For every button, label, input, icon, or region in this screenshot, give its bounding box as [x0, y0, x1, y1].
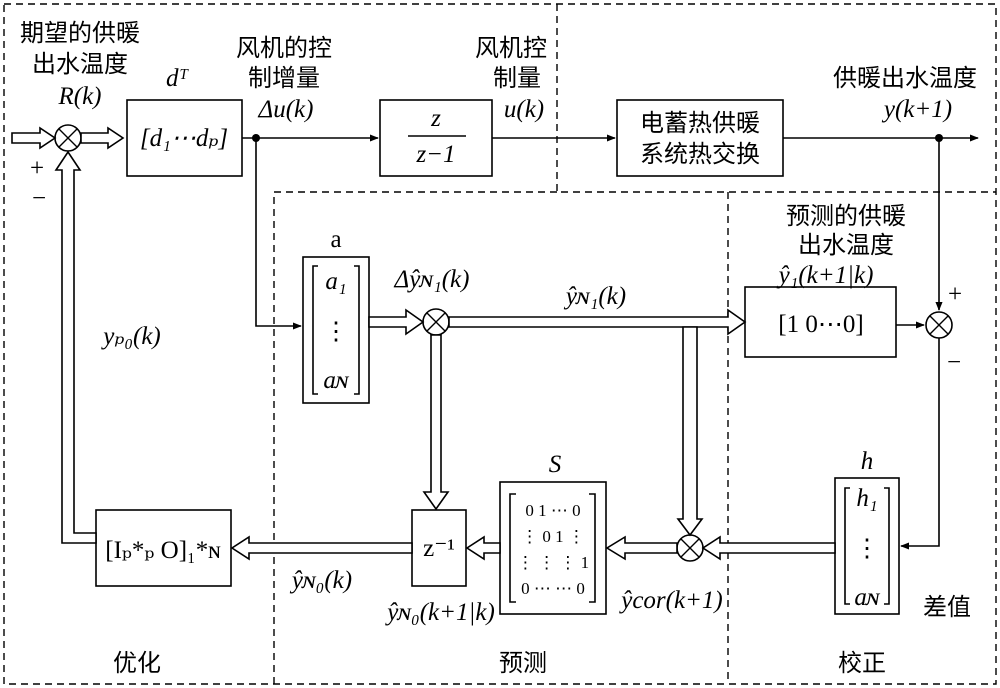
step-vector-title: a	[330, 226, 341, 253]
prediction-n0-symbol: ŷɴ₀(k)	[289, 567, 352, 594]
delay-content: z⁻¹	[423, 535, 455, 562]
fan-increment-label-1: 风机的控	[236, 34, 332, 62]
sum-junction-reference	[54, 124, 82, 152]
difference-label: 差值	[923, 593, 971, 621]
gain-vector-title: dᵀ	[166, 65, 190, 92]
region-label-correct: 校正	[838, 649, 886, 677]
predicted-temp-label-1: 预测的供暖	[786, 202, 906, 230]
selector-content: [1 0⋯0]	[778, 311, 863, 338]
optimizer-content: [Iₚ*ₚ O]₁*ɴ	[105, 537, 221, 564]
gain-vector-box	[126, 99, 243, 177]
desired-temp-label-1: 期望的供暖	[20, 19, 140, 47]
fan-control-symbol: u(k)	[504, 96, 544, 123]
optimizer-box	[95, 509, 232, 587]
minus-sign-right: −	[947, 349, 961, 376]
plant-label-2: 系统热交换	[640, 140, 760, 168]
delta-prediction-symbol: Δŷɴ₁(k)	[394, 266, 470, 293]
predicted-temp-label-2: 出水温度	[798, 231, 894, 259]
desired-temp-symbol: R(k)	[57, 83, 101, 110]
fan-increment-symbol: Δu(k)	[258, 96, 314, 123]
signal-lines	[242, 134, 979, 550]
step-vector-mid: ⋮	[324, 318, 349, 345]
region-label-optimize: 优化	[113, 649, 161, 677]
prediction-n0-next-symbol: ŷɴ₀(k+1|k)	[384, 599, 495, 626]
vector-signal-lines	[11, 126, 836, 561]
integrator-box	[379, 99, 493, 177]
prediction-n1-symbol: ŷɴ₁(k)	[563, 283, 626, 310]
feedback-symbol: yₚ₀(k)	[100, 323, 161, 350]
sum-junction-error	[925, 311, 953, 339]
shift-matrix-row-3: ⋮ ⋮ ⋮ 1	[517, 553, 589, 572]
fan-control-label-2: 制量	[493, 64, 541, 92]
plant-label-1: 电蓄热供暖	[640, 109, 760, 137]
fan-control-label-1: 风机控	[475, 34, 547, 62]
shift-matrix-title: S	[549, 451, 562, 478]
predicted-temp-symbol: ŷ₁(k+1|k)	[776, 262, 874, 289]
correction-vector-title: h	[861, 448, 874, 475]
minus-sign-left: −	[32, 185, 46, 212]
shift-matrix-row-4: 0 ⋯ ⋯ 0	[521, 579, 585, 598]
step-vector-top: a₁	[325, 268, 346, 295]
shift-matrix-row-1: 0 1 ⋯ 0	[525, 501, 580, 520]
step-vector-bottom: aɴ	[323, 367, 350, 394]
delay-box	[411, 509, 467, 587]
region-borders	[3, 3, 997, 685]
fan-increment-label-2: 制增量	[248, 64, 320, 92]
desired-temp-label-2: 出水温度	[32, 50, 128, 78]
integrator-denominator: z−1	[415, 141, 455, 168]
correction-vector-top: h₁	[856, 485, 877, 512]
correction-vector-bottom: aɴ	[854, 584, 881, 611]
step-response-vector-box	[302, 256, 370, 404]
output-temp-label: 供暖出水温度	[833, 64, 977, 92]
correction-vector-mid: ⋮	[855, 535, 880, 562]
output-temp-symbol: y(k+1)	[881, 96, 952, 123]
plant-box	[616, 99, 784, 177]
sum-junction-correction	[676, 534, 704, 562]
prediction-corrected-symbol: ŷcor(k+1)	[618, 587, 723, 614]
region-label-predict: 预测	[499, 649, 547, 677]
gain-vector-content: [d₁⋯dₚ]	[140, 125, 228, 152]
plus-sign-right: +	[948, 281, 962, 308]
shift-matrix-row-2: ⋮ 0 1 ⋮	[521, 527, 585, 546]
integrator-numerator: z	[430, 105, 441, 132]
sum-junction-prediction	[422, 308, 450, 336]
plus-sign-left: +	[30, 155, 44, 182]
